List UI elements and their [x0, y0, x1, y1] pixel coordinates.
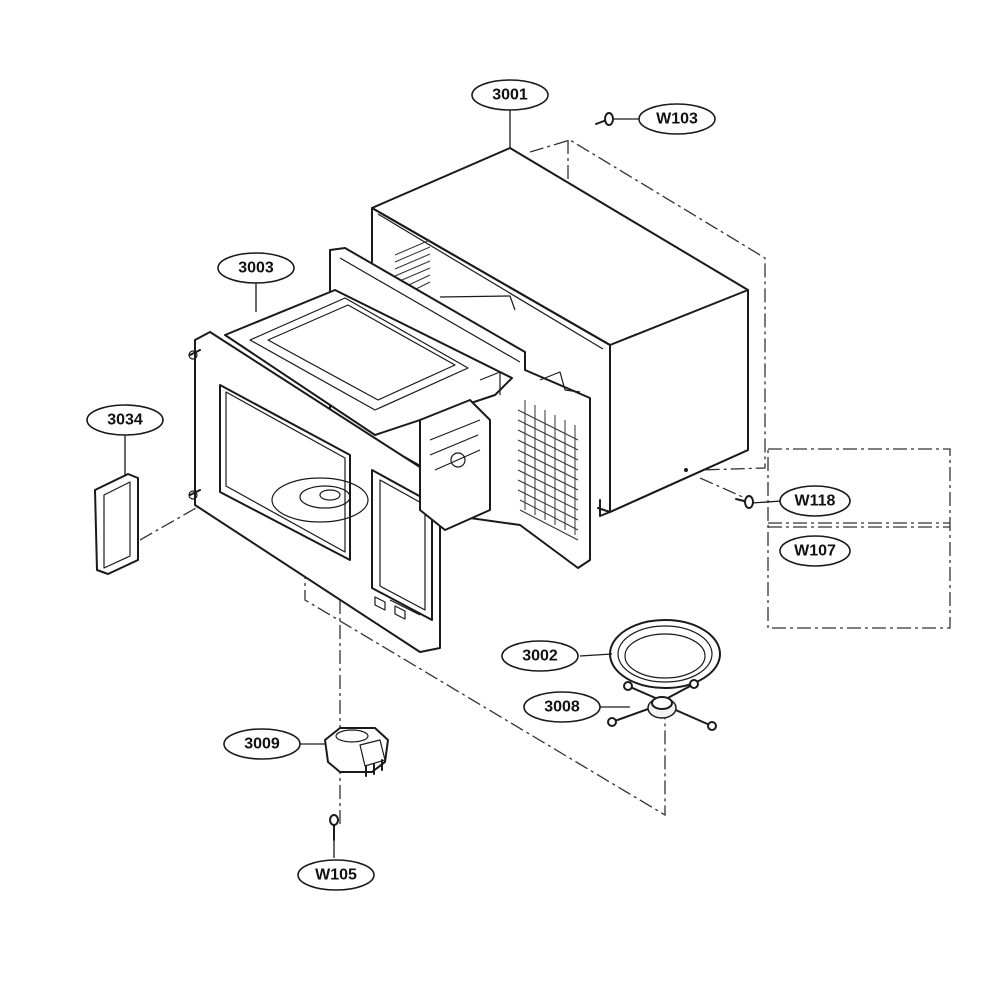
callout-w118-label: W118	[795, 493, 836, 510]
callout-3009: 3009	[223, 728, 301, 760]
callout-3008: 3008	[523, 691, 601, 723]
callout-w103: W103	[638, 103, 716, 135]
waveguide-cover	[94, 473, 139, 575]
cabinet-vents	[394, 239, 431, 297]
callout-3034: 3034	[86, 404, 164, 436]
callout-3001: 3001	[471, 79, 549, 111]
callout-3002-label: 3002	[522, 648, 558, 665]
callout-w105-label: W105	[315, 867, 357, 884]
roller-guide	[607, 679, 717, 731]
turntable-motor	[324, 727, 389, 777]
callout-3003: 3003	[217, 252, 295, 284]
callout-3009-label: 3009	[244, 736, 280, 753]
callout-3008-label: 3008	[544, 699, 580, 716]
w103-screw	[595, 112, 614, 126]
leader-lines	[124, 108, 783, 858]
callout-w107: W107	[779, 535, 851, 567]
callout-w103-label: W103	[656, 111, 698, 128]
callout-w107-label: W107	[794, 543, 836, 560]
projection-lines	[139, 139, 951, 825]
glass-turntable-tray	[609, 619, 721, 689]
callout-w118: W118	[779, 485, 851, 517]
back-panel-vent-grid	[517, 400, 579, 541]
callout-3002: 3002	[501, 640, 579, 672]
callout-w105: W105	[297, 859, 375, 891]
callout-3034-label: 3034	[107, 412, 143, 429]
callout-3003-label: 3003	[238, 260, 274, 277]
w118-screw	[735, 495, 754, 509]
callout-3001-label: 3001	[492, 87, 528, 104]
oven-cavity-frame	[188, 289, 513, 653]
outer-cabinet	[371, 147, 749, 517]
w105-screw	[329, 814, 339, 841]
